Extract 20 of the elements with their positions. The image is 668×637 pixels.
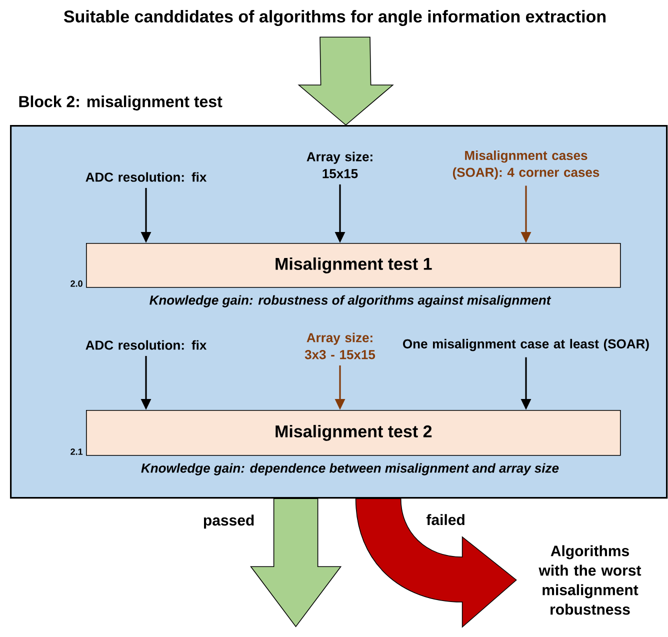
edge-label: failed [426,514,464,526]
result-text: Algorithms with the worst misalignment robustness [538,545,642,615]
edge-label: passed [204,514,254,529]
knowledge-note: Knowledge gain: dependence between misalignment and array size [141,463,559,476]
knowledge-note: Knowledge gain: robustness of algorithms against misalignment [150,295,552,308]
heading-text: Suitable canddidates of algorithms for angle information extraction [64,10,606,26]
block-arrow [298,36,394,126]
node-label: Block 2: misalignment test [19,96,222,110]
test-box: Misalignment test 1 [86,243,621,288]
step-number: 2.0 [70,280,82,287]
input-label: ADC resolution: fix [86,172,207,182]
input-label: ADC resolution: fix [86,340,207,350]
block-arrow [250,498,342,628]
block-arrow [355,498,517,628]
input-label: Misalignment cases (SOAR): 4 corner cases [452,150,600,180]
input-label: One misalignment case at least (SOAR) [403,338,649,352]
step-number: 2.1 [70,448,83,455]
test-box: Misalignment test 2 [86,410,621,456]
input-label: Array size: 15x15 [306,152,372,178]
input-label: Array size: 3x3 - 15x15 [304,332,376,360]
